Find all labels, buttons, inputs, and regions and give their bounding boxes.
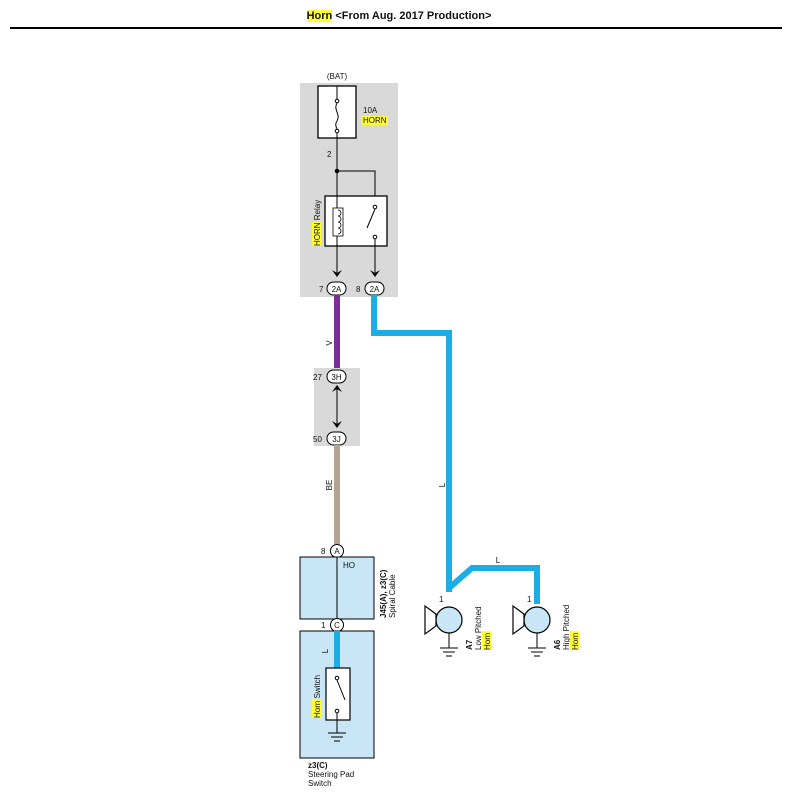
wire-beige-label: BE: [325, 480, 334, 491]
wire-relay-switch-feed: [337, 170, 376, 196]
wire-blue-branch-label: L: [496, 556, 501, 565]
horn-high-line2-group: Horn: [570, 631, 580, 650]
connector-spiral-a-label: A: [334, 547, 340, 556]
pin-spiral-1: 1: [321, 621, 326, 630]
horn-low-line2-group: Horn: [482, 631, 492, 650]
wire-blue-main-label: L: [438, 482, 447, 487]
connector-2a-7-label: 2A: [332, 285, 342, 294]
horn-low-pin: 1: [439, 595, 444, 604]
horn-low-body: [435, 606, 463, 634]
pin-50: 50: [313, 435, 322, 444]
spiral-name: Spiral Cable: [388, 574, 397, 618]
spiral-ref: J45(A), z3(C): [379, 569, 388, 618]
wire-blue-branch: [447, 565, 540, 604]
diagram-title: Horn <From Aug. 2017 Production>: [0, 10, 798, 22]
arrow-relay-sw: [370, 270, 380, 277]
spiral-signal: HO: [343, 561, 355, 570]
horn-high-line2: Horn: [571, 633, 580, 650]
steering-pad-line1: Steering Pad: [308, 770, 354, 779]
relay-name-rest: Relay: [313, 200, 322, 223]
relay-switch-blade: [366, 208, 376, 229]
spiral-ref-sep: ,: [379, 589, 388, 593]
fuse-element: [335, 102, 339, 130]
fuse-rating: 10A: [363, 106, 378, 115]
horn-low-line2-highlight: [482, 631, 491, 650]
title-rest: <From Aug. 2017 Production>: [332, 10, 492, 22]
connector-3h: [326, 369, 347, 384]
horn-switch-label: Horn Switch: [312, 675, 322, 718]
title-highlight: Horn: [306, 10, 333, 22]
relay-contact-top: [372, 204, 378, 210]
horn-high-pin: 1: [527, 595, 532, 604]
spiral-ref-b: z3(C): [379, 569, 388, 589]
steering-pad-line2: Switch: [308, 779, 332, 788]
horn-low-line2: Horn: [483, 633, 492, 650]
connector-spiral-c-label: C: [334, 621, 340, 630]
horn-high-ref: A6: [553, 639, 562, 650]
fuse-pin-2: 2: [327, 150, 332, 159]
horn-switch-name: Horn Switch: [313, 675, 322, 718]
title-rule: [10, 27, 782, 29]
horn-high-line1: High Pitched: [562, 605, 571, 650]
fuse-name: HORN: [363, 116, 387, 125]
horn-high-bell: [512, 604, 525, 636]
horn-switch-blade: [336, 679, 346, 701]
pin-7: 7: [319, 285, 324, 294]
spiral-ref-a: J45(A): [379, 593, 388, 618]
relay-contact-bottom: [372, 234, 378, 240]
horn-switch-contact-top: [334, 675, 340, 681]
connector-3j-label: 3J: [332, 435, 340, 444]
arrow-relay-coil: [332, 270, 342, 277]
wire-blue-switch-label: L: [321, 648, 330, 653]
fuse-name-highlight: [362, 116, 388, 125]
horn-switch-name-highlight: [312, 699, 321, 718]
relay-name-highlight: [312, 222, 321, 246]
bat-label: (BAT): [327, 72, 348, 81]
horn-switch-name-rest: Switch: [313, 675, 322, 701]
pin-27: 27: [313, 373, 322, 382]
pin-spiral-8: 8: [321, 547, 326, 556]
horn-low-ref: A7: [465, 639, 474, 650]
horn-low-line1: Low Pitched: [474, 606, 483, 650]
fuse-terminal-bottom: [334, 128, 340, 134]
horn-switch-name-hl: Horn: [313, 701, 322, 718]
steering-pad-ref: z3(C): [308, 761, 328, 770]
fuse-terminal-top: [334, 98, 340, 104]
connector-2a-8-label: 2A: [370, 285, 380, 294]
arrow-3h: [332, 385, 342, 392]
relay-name-hl: HORN: [313, 222, 322, 246]
horn-high-line2-highlight: [570, 631, 579, 650]
pin-8: 8: [356, 285, 361, 294]
horn-switch-contact-bottom: [334, 708, 340, 714]
horn-low-bell: [424, 604, 437, 636]
arrow-3j: [332, 421, 342, 428]
relay-label: HORN Relay: [312, 200, 322, 246]
wire-blue-main: [371, 295, 452, 592]
wire-violet-label: V: [325, 340, 334, 346]
relay-name: HORN Relay: [313, 200, 322, 246]
horn-high-body: [523, 606, 551, 634]
relay-coil-winding: [337, 209, 342, 235]
connector-3h-label: 3H: [331, 373, 341, 382]
